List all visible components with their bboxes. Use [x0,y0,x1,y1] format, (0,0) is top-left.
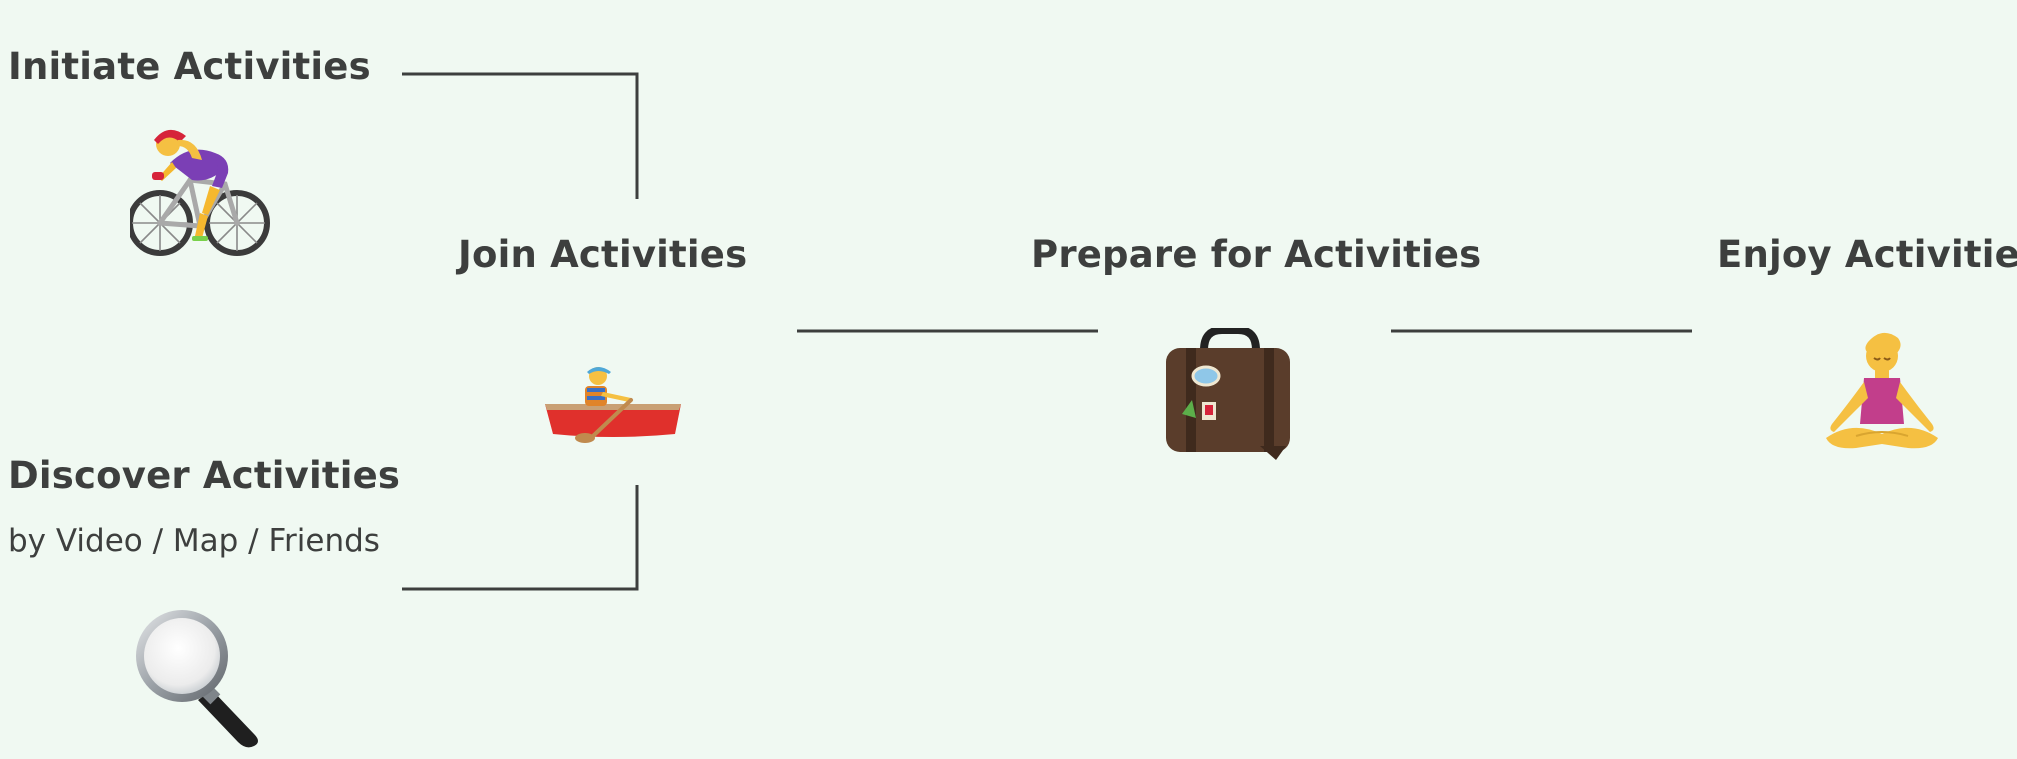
step-join-title: Join Activities [458,233,748,276]
step-enjoy-title: Enjoy Activities [1717,233,2017,276]
connector-discover-to-join [402,485,639,591]
step-initiate-title: Initiate Activities [8,45,371,88]
suitcase-icon [1166,328,1290,460]
step-discover-subtitle: by Video / Map / Friends [8,523,380,559]
bicycle-rider-icon [130,129,270,256]
magnifying-glass-icon [136,610,258,748]
rowboat-icon [545,367,681,443]
step-prepare-title: Prepare for Activities [1031,233,1482,276]
step-discover-title: Discover Activities [8,454,401,497]
lotus-meditation-icon [1826,332,1938,449]
connector-initiate-to-join [402,72,639,199]
